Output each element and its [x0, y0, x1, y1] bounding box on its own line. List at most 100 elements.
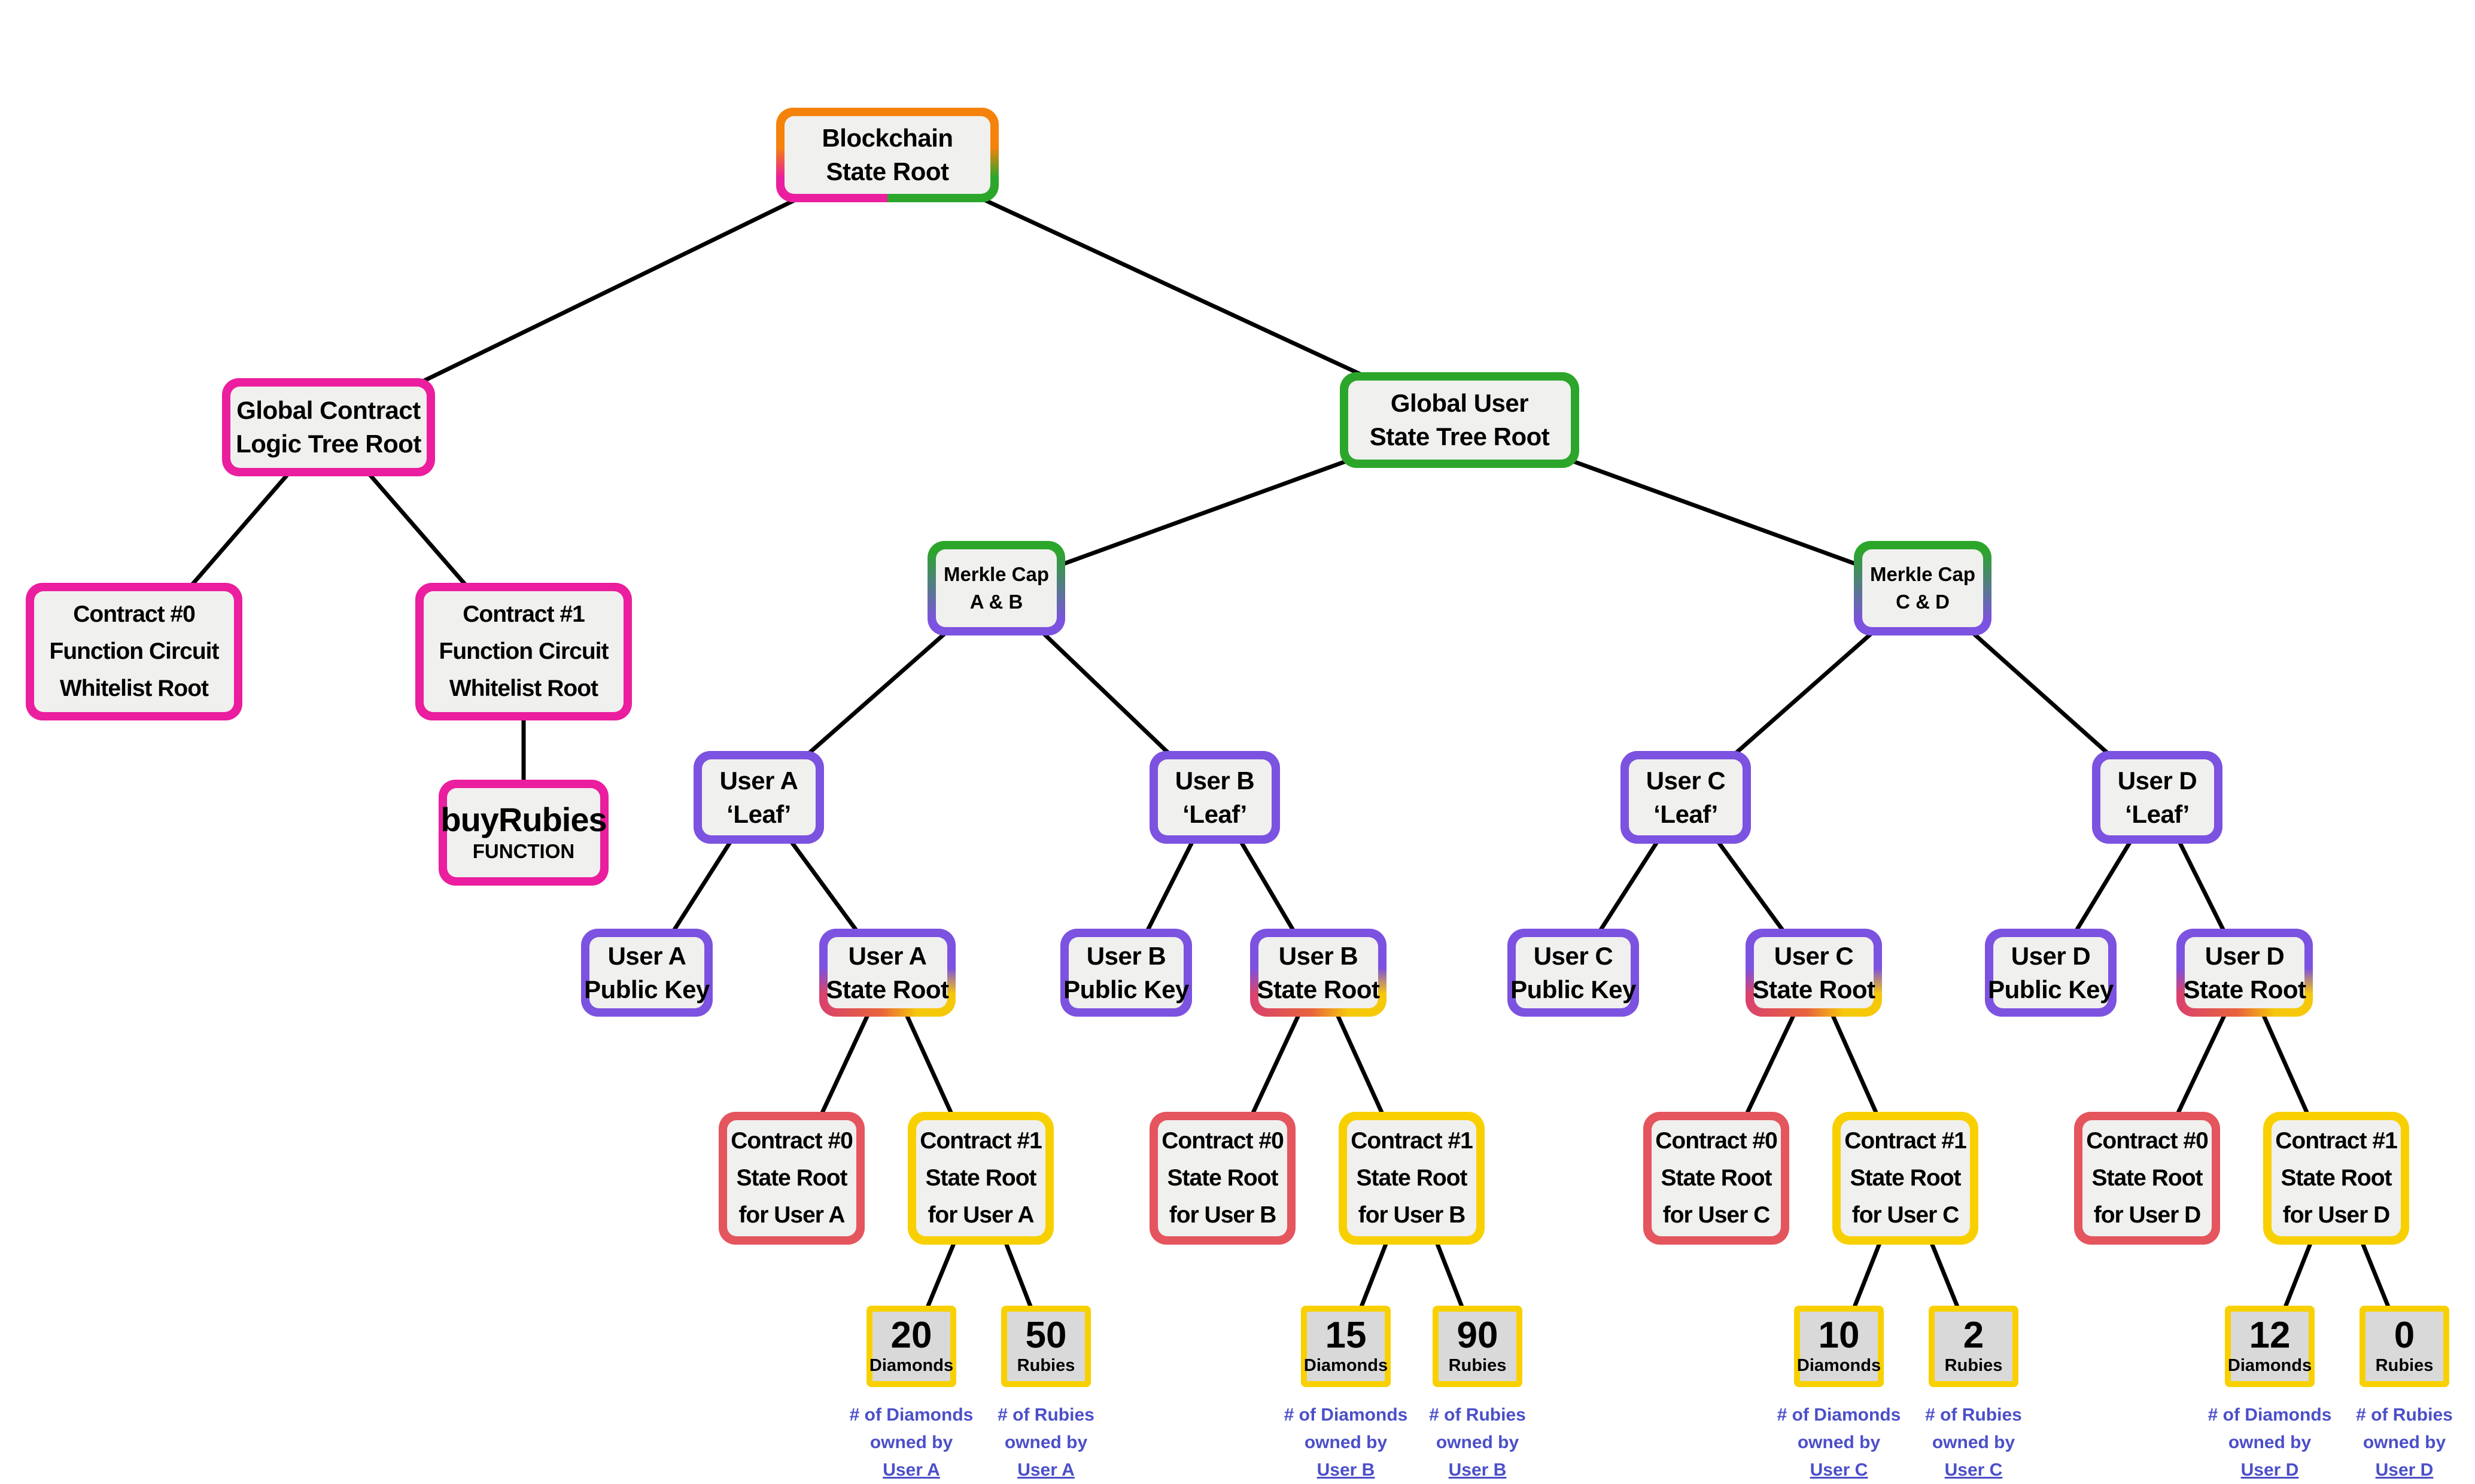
user-b-state-root-node: User B State Root: [1250, 929, 1387, 1017]
contract-1-state-root-user-c-node: Contract #1 State Root for User C: [1832, 1112, 1978, 1245]
diamonds-label: Diamonds: [1303, 1356, 1388, 1375]
label-line: C & D: [1896, 591, 1950, 613]
label-line: Contract #1: [463, 601, 585, 627]
label-line: User D: [2011, 941, 2091, 970]
label-line: Contract #1: [920, 1128, 1042, 1154]
label-line: State Root: [2091, 1165, 2203, 1191]
user-d-leaf-node: User D ‘Leaf’: [2092, 751, 2222, 844]
label-line: User B: [1086, 941, 1166, 970]
user-d-state-root-node: User D State Root: [2176, 929, 2313, 1017]
merkle-cap-a-b-node: Merkle Cap A & B: [928, 541, 1065, 635]
label-line: State Tree Root: [1369, 422, 1550, 451]
label-line: User D: [2117, 766, 2197, 795]
diamonds-count: 10: [1818, 1315, 1860, 1356]
user-d-rubies-caption: # of Rubies owned by User D: [2315, 1401, 2475, 1484]
label-line: User B: [1175, 766, 1255, 795]
user-link-text: User D: [2375, 1460, 2434, 1480]
label-line: State Root: [1167, 1165, 1279, 1191]
label-line: Public Key: [1988, 975, 2114, 1003]
user-b-diamonds-leaf-node: 15 Diamonds: [1301, 1306, 1391, 1387]
user-link-text: User C: [1944, 1460, 2003, 1480]
contract-1-state-root-user-b-node: Contract #1 State Root for User B: [1339, 1112, 1485, 1245]
rubies-count: 90: [1457, 1315, 1498, 1356]
user-a-public-key-node: User A Public Key: [581, 929, 713, 1017]
rubies-count: 0: [2394, 1315, 2415, 1356]
contract-0-state-root-user-c-node: Contract #0 State Root for User C: [1643, 1112, 1789, 1245]
label-line: Global Contract: [236, 396, 421, 424]
user-a-rubies-leaf-node: 50 Rubies: [1001, 1306, 1091, 1387]
rubies-label: Rubies: [2375, 1356, 2434, 1375]
label-line: State Root: [2183, 975, 2307, 1003]
label-line: for User C: [1662, 1202, 1771, 1228]
rubies-label: Rubies: [1017, 1356, 1075, 1375]
contract-1-state-root-user-a-node: Contract #1 State Root for User A: [908, 1112, 1054, 1245]
label-line: State Root: [925, 1165, 1037, 1191]
caption-line: owned by: [2362, 1433, 2446, 1452]
caption-line: owned by: [2228, 1433, 2312, 1452]
caption-line: # of Diamonds: [1777, 1405, 1901, 1425]
rubies-count: 2: [1963, 1315, 1984, 1356]
diamonds-count: 12: [2249, 1315, 2291, 1356]
user-b-leaf-node: User B ‘Leaf’: [1150, 751, 1280, 844]
label-line: for User D: [2093, 1202, 2202, 1228]
label-line: ‘Leaf’: [1653, 799, 1718, 828]
user-c-state-root-node: User C State Root: [1746, 929, 1882, 1017]
caption-line: # of Rubies: [1429, 1405, 1526, 1425]
user-c-rubies-caption: # of Rubies owned by User C: [1884, 1401, 2063, 1484]
label-line: Merkle Cap: [943, 563, 1050, 585]
label-line: Whitelist Root: [449, 676, 598, 701]
caption-line: owned by: [1932, 1433, 2015, 1452]
label-line: Function Circuit: [439, 638, 609, 664]
user-d-rubies-leaf-node: 0 Rubies: [2360, 1306, 2449, 1387]
contract-0-state-root-user-b-node: Contract #0 State Root for User B: [1150, 1112, 1296, 1245]
user-a-diamonds-caption: # of Diamonds owned by User A: [822, 1401, 1001, 1484]
label-line: Whitelist Root: [59, 676, 209, 701]
function-name-label: buyRubies: [440, 800, 607, 838]
user-b-diamonds-caption: # of Diamonds owned by User B: [1256, 1401, 1436, 1484]
user-a-leaf-node: User A ‘Leaf’: [694, 751, 824, 844]
label-line: User B: [1278, 941, 1358, 970]
user-a-diamonds-leaf-node: 20 Diamonds: [866, 1306, 956, 1387]
diamonds-count: 15: [1325, 1315, 1367, 1356]
label-line: State Root: [1850, 1165, 1962, 1191]
label-line: ‘Leaf’: [1182, 799, 1247, 828]
label-line: ‘Leaf’: [2125, 799, 2190, 828]
user-b-public-key-node: User B Public Key: [1060, 929, 1192, 1017]
label-line: for User B: [1169, 1202, 1277, 1228]
user-link-text: User B: [1448, 1460, 1507, 1480]
label-line: User C: [1646, 766, 1726, 795]
label-line: ‘Leaf’: [726, 799, 791, 828]
caption-line: owned by: [1436, 1433, 1519, 1452]
label-line: for User C: [1851, 1202, 1960, 1228]
user-b-rubies-caption: # of Rubies owned by User B: [1388, 1401, 1567, 1484]
caption-line: owned by: [1797, 1433, 1881, 1452]
label-line: Global User: [1390, 389, 1529, 417]
label-line: Logic Tree Root: [236, 430, 421, 458]
rubies-count: 50: [1025, 1315, 1067, 1356]
user-d-diamonds-leaf-node: 12 Diamonds: [2225, 1306, 2315, 1387]
label-line: State Root: [1356, 1165, 1468, 1191]
contract-1-state-root-user-d-node: Contract #1 State Root for User D: [2263, 1112, 2409, 1245]
diamonds-count: 20: [890, 1315, 932, 1356]
user-a-rubies-caption: # of Rubies owned by User A: [956, 1401, 1136, 1484]
caption-line: owned by: [869, 1433, 953, 1452]
function-type-label: FUNCTION: [472, 840, 575, 862]
caption-line: owned by: [1304, 1433, 1388, 1452]
label-line: State Root: [2281, 1165, 2392, 1191]
caption-line: owned by: [1004, 1433, 1088, 1452]
diamonds-label: Diamonds: [1796, 1356, 1881, 1375]
merkle-cap-c-d-node: Merkle Cap C & D: [1854, 541, 1991, 635]
label-line: Contract #1: [1844, 1128, 1967, 1154]
contract-0-state-root-user-d-node: Contract #0 State Root for User D: [2074, 1112, 2220, 1245]
label-line: Public Key: [584, 975, 710, 1003]
caption-line: # of Diamonds: [1284, 1405, 1408, 1425]
label-line: User A: [607, 941, 686, 970]
label-line: Blockchain: [822, 124, 953, 152]
label-line: User C: [1533, 941, 1613, 970]
label-line: A & B: [969, 591, 1023, 613]
user-d-public-key-node: User D Public Key: [1985, 929, 2117, 1017]
label-line: State Root: [736, 1165, 848, 1191]
caption-line: # of Rubies: [2356, 1405, 2453, 1425]
label-line: Merkle Cap: [1869, 563, 1976, 585]
